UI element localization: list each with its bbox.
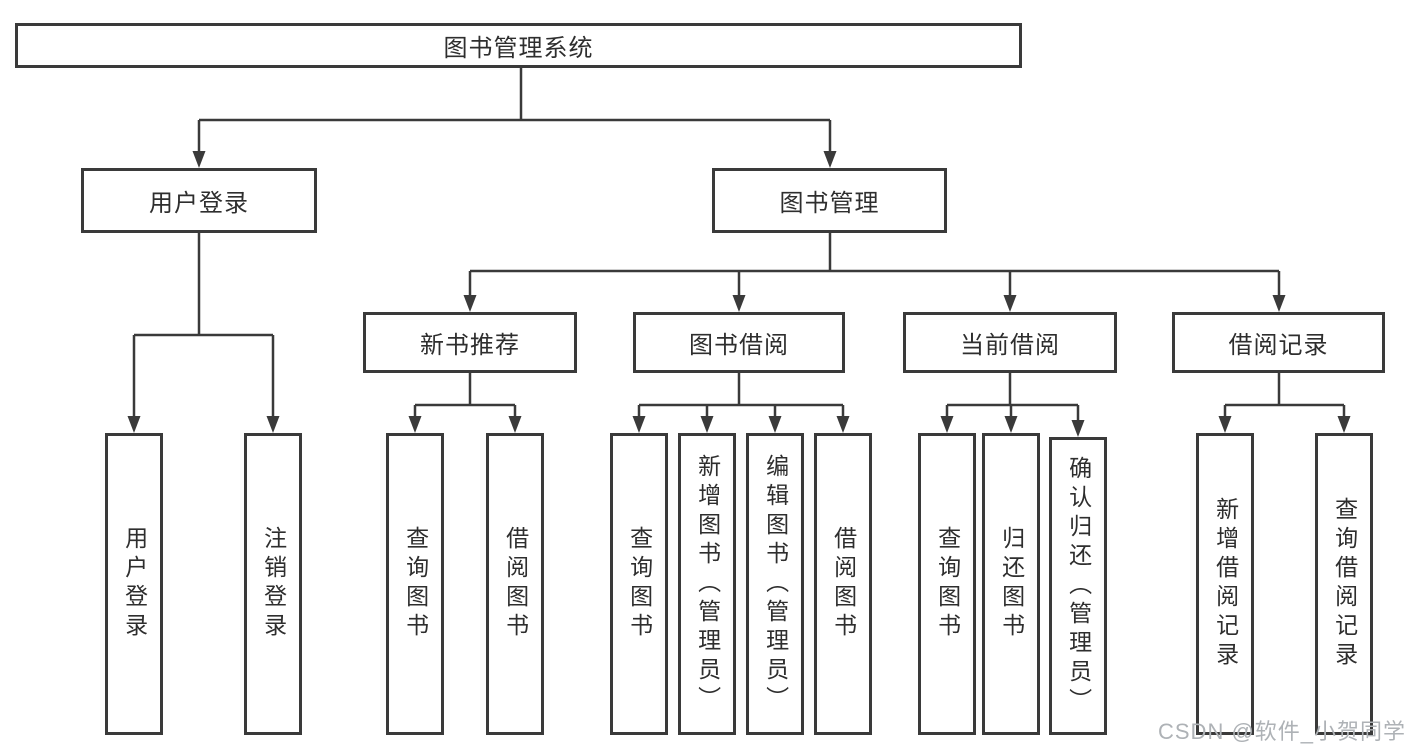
node-library-system: 图书管理系统 (15, 23, 1022, 68)
node-borrow-records: 借阅记录 (1172, 312, 1385, 373)
node-user-login: 用户登录 (81, 168, 317, 233)
leaf-add-book-admin-label: 新增图书（管理员） (694, 453, 721, 715)
node-new-book-recommend: 新书推荐 (363, 312, 577, 373)
leaf-add-book-admin: 新增图书（管理员） (678, 433, 736, 735)
node-book-borrow: 图书借阅 (633, 312, 845, 373)
leaf-borrow-books-recommend: 借阅图书 (486, 433, 544, 735)
leaf-edit-book-admin: 编辑图书（管理员） (746, 433, 804, 735)
node-library-system-label: 图书管理系统 (443, 35, 594, 62)
leaf-logout: 注销登录 (244, 433, 302, 735)
leaf-query-books-current-label: 查询图书 (934, 526, 961, 642)
leaf-add-borrow-record-label: 新增借阅记录 (1212, 497, 1239, 671)
leaf-query-books-borrow-label: 查询图书 (626, 526, 653, 642)
leaf-user-login-label: 用户登录 (121, 526, 148, 642)
leaf-query-books-borrow: 查询图书 (610, 433, 668, 735)
node-user-login-label: 用户登录 (149, 190, 249, 217)
leaf-logout-label: 注销登录 (260, 526, 287, 642)
leaf-confirm-return-admin: 确认归还（管理员） (1049, 437, 1107, 735)
leaf-confirm-return-admin-label: 确认归还（管理员） (1065, 455, 1092, 717)
leaf-query-books-current: 查询图书 (918, 433, 976, 735)
leaf-add-borrow-record: 新增借阅记录 (1196, 433, 1254, 735)
node-current-borrow-label: 当前借阅 (960, 332, 1060, 359)
node-borrow-records-label: 借阅记录 (1228, 332, 1329, 359)
csdn-watermark: CSDN @软件_小贺同学 (1158, 719, 1405, 744)
node-book-management-label: 图书管理 (779, 190, 880, 217)
leaf-query-books-recommend-label: 查询图书 (402, 526, 429, 642)
leaf-user-login: 用户登录 (105, 433, 163, 735)
leaf-edit-book-admin-label: 编辑图书（管理员） (762, 453, 789, 715)
node-book-management: 图书管理 (712, 168, 947, 233)
leaf-return-book-label: 归还图书 (998, 526, 1025, 642)
node-book-borrow-label: 图书借阅 (689, 332, 789, 359)
node-new-book-recommend-label: 新书推荐 (420, 332, 520, 359)
node-current-borrow: 当前借阅 (903, 312, 1117, 373)
leaf-borrow-books: 借阅图书 (814, 433, 872, 735)
leaf-query-borrow-record-label: 查询借阅记录 (1331, 497, 1358, 671)
leaf-query-books-recommend: 查询图书 (386, 433, 444, 735)
leaf-borrow-books-recommend-label: 借阅图书 (502, 526, 529, 642)
leaf-borrow-books-label: 借阅图书 (830, 526, 857, 642)
leaf-return-book: 归还图书 (982, 433, 1040, 735)
leaf-query-borrow-record: 查询借阅记录 (1315, 433, 1373, 735)
